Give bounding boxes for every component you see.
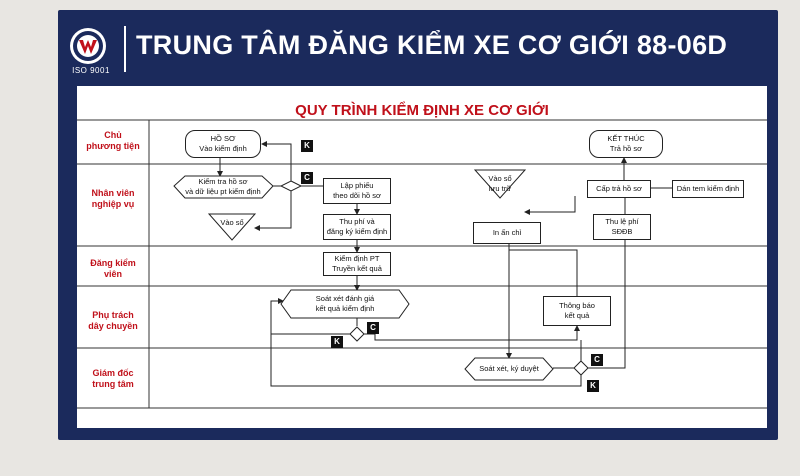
vaoso-triangle	[207, 213, 257, 241]
node-soat-xet-danh-gia: Soát xét đánh giá kết quả kiểm định	[315, 294, 375, 313]
node-vao-so: Vào sổ	[220, 218, 244, 227]
soatxet-ky-shape	[464, 357, 554, 381]
arrow-decision-thongbao	[364, 325, 580, 341]
header-separator	[124, 26, 126, 72]
diagram-title: QUY TRÌNH KIỂM ĐỊNH XE CƠ GIỚI	[295, 102, 549, 119]
arrow-decision-k-return	[270, 301, 582, 387]
node-thong-bao: Thông báo kết quả	[543, 296, 611, 326]
node-kiem-tra: Kiểm tra hồ sơ và dữ liệu pt kiểm định	[185, 177, 261, 196]
lane-inspector: Đăng kiểm viên	[90, 258, 136, 279]
kiemtra-shape	[173, 175, 274, 199]
node-vao-so-luu-tru: Vào sổ lưu trữ	[488, 174, 512, 193]
soatxet-danhgia-shape	[280, 289, 410, 319]
center-logo-icon	[70, 28, 106, 64]
lane-director: Giám đốc trung tâm	[92, 368, 134, 389]
node-kiem-dinh: Kiểm định PT Truyền kết quả	[323, 252, 391, 276]
node-soat-xet-ky: Soát xét, ký duyệt	[479, 364, 539, 373]
node-ho-so: HỒ SƠ Vào kiểm định	[185, 130, 261, 158]
arrow-decision-vaoso	[254, 191, 292, 231]
node-in-an-chi: In ấn chỉ	[473, 222, 541, 244]
marker-k-3: K	[587, 380, 599, 392]
arrow-captra-vaosoluutru	[524, 196, 576, 215]
marker-c-1: C	[301, 172, 313, 184]
node-cap-tra: Cấp trả hồ sơ	[587, 180, 651, 198]
decision-diamond-2	[349, 326, 365, 342]
iso-label: ISO 9001	[72, 66, 110, 75]
lane-owner: Chủ phương tiện	[86, 130, 140, 151]
flowchart-lines	[77, 119, 767, 409]
lane-staff: Nhân viên nghiệp vụ	[91, 188, 135, 209]
organization-title: TRUNG TÂM ĐĂNG KIỂM XE CƠ GIỚI 88-06D	[136, 30, 728, 60]
node-lap-phieu: Lập phiếu theo dõi hồ sơ	[323, 178, 391, 204]
marker-c-2: C	[367, 322, 379, 334]
marker-k-2: K	[331, 336, 343, 348]
node-dan-tem: Dán tem kiểm định	[672, 180, 744, 198]
node-thu-le-phi: Thu lệ phí SĐĐB	[593, 214, 651, 240]
marker-c-3: C	[591, 354, 603, 366]
decision-diamond-1	[279, 180, 303, 192]
vaosoluutru-triangle	[473, 169, 527, 199]
node-thu-phi: Thu phí và đăng ký kiểm định	[323, 214, 391, 240]
arrow-decision-k-back	[261, 141, 292, 186]
marker-k-1: K	[301, 140, 313, 152]
flowchart-panel: QUY TRÌNH KIỂM ĐỊNH XE CƠ GIỚI Chủ phươn…	[77, 86, 767, 428]
node-ket-thuc: KẾT THÚC Trả hồ sơ	[589, 130, 663, 158]
arrow-thongbao-inanchi	[506, 235, 578, 296]
lane-line-manager: Phụ trách dây chuyền	[88, 310, 138, 331]
decision-diamond-3	[573, 360, 589, 376]
